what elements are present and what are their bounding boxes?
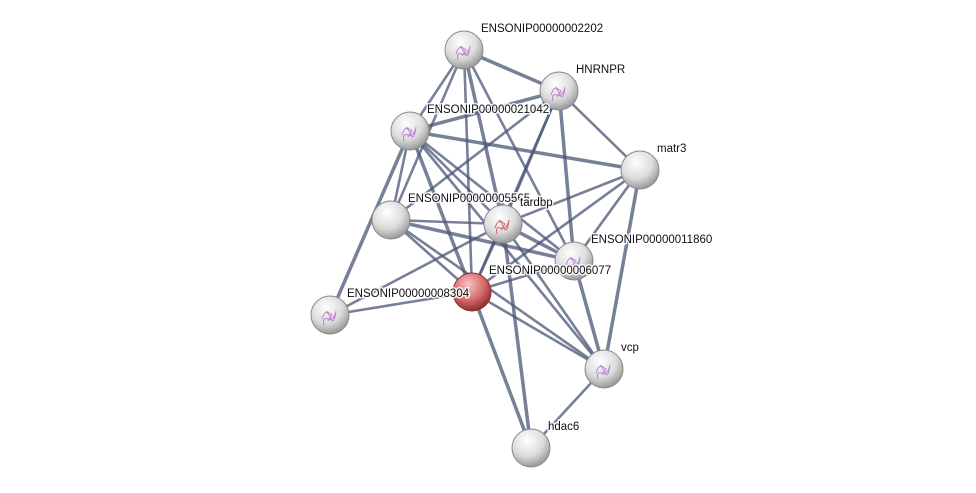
- node-sphere[interactable]: [554, 241, 594, 281]
- node-label: ENSONIP00000011860: [591, 234, 712, 246]
- protein-structure-icon: [565, 256, 581, 272]
- edge-tardbp-vcp[interactable]: [501, 223, 606, 370]
- node-sphere[interactable]: [390, 111, 430, 151]
- node-label: vcp: [621, 342, 639, 354]
- edge-ENSONIP00000006077-vcp[interactable]: [471, 290, 605, 371]
- node-label: ENSONIP00000008304: [347, 288, 470, 300]
- edge-matr3-tardbp[interactable]: [502, 168, 641, 226]
- node-ENSONIP00000021042[interactable]: [390, 111, 430, 151]
- edge-ENSONIP00000002202-tardbp[interactable]: [462, 49, 505, 225]
- node-sphere[interactable]: [584, 349, 624, 389]
- protein-structure-icon: [455, 45, 471, 61]
- protein-structure-icon: [550, 86, 566, 102]
- node-label: ENSONIP00000005565: [408, 193, 530, 205]
- edge-ENSONIP00000021042-ENSONIP00000006077[interactable]: [408, 130, 474, 293]
- edge-tardbp-hdac6[interactable]: [501, 223, 533, 449]
- node-label: hdac6: [548, 421, 579, 433]
- node-matr3[interactable]: [620, 150, 660, 190]
- node-HNRNPR[interactable]: [539, 71, 579, 111]
- node-vcp[interactable]: [584, 349, 624, 389]
- edge-ENSONIP00000002202-ENSONIP00000011860[interactable]: [462, 49, 576, 262]
- node-hdac6[interactable]: [511, 428, 551, 468]
- node-label: ENSONIP00000002202: [481, 23, 603, 35]
- node-sphere[interactable]: [452, 272, 492, 312]
- edge-ENSONIP00000021042-ENSONIP00000008304[interactable]: [328, 130, 412, 316]
- edge-matr3-ENSONIP00000006077[interactable]: [471, 168, 641, 294]
- node-label: HNRNPR: [576, 64, 625, 76]
- node-ENSONIP00000011860[interactable]: [554, 241, 594, 281]
- edge-ENSONIP00000021042-matr3[interactable]: [409, 129, 641, 172]
- protein-structure-icon: [401, 126, 417, 142]
- protein-structure-icon: [321, 310, 337, 326]
- edge-tardbp-ENSONIP00000008304[interactable]: [329, 222, 504, 317]
- edge-ENSONIP00000006077-ENSONIP00000008304[interactable]: [329, 290, 473, 317]
- protein-structure-icon: [494, 219, 510, 235]
- node-sphere[interactable]: [539, 71, 579, 111]
- node-sphere[interactable]: [620, 150, 660, 190]
- node-label: ENSONIP00000006077: [489, 265, 611, 277]
- edge-HNRNPR-ENSONIP00000005565[interactable]: [390, 89, 560, 222]
- node-label: tardbp: [520, 197, 553, 209]
- node-sphere[interactable]: [371, 200, 411, 240]
- edge-ENSONIP00000002202-ENSONIP00000006077[interactable]: [462, 49, 474, 293]
- node-sphere[interactable]: [483, 204, 523, 244]
- node-label: matr3: [657, 143, 686, 155]
- edge-HNRNPR-ENSONIP00000021042[interactable]: [409, 89, 560, 133]
- node-ENSONIP00000006077[interactable]: [452, 272, 492, 312]
- edge-ENSONIP00000006077-hdac6[interactable]: [470, 291, 533, 449]
- node-ENSONIP00000002202[interactable]: [444, 30, 484, 70]
- node-sphere[interactable]: [444, 30, 484, 70]
- node-ENSONIP00000008304[interactable]: [310, 295, 350, 335]
- node-label: ENSONIP00000021042: [427, 104, 549, 116]
- protein-structure-icon: [595, 364, 611, 380]
- node-tardbp[interactable]: [483, 204, 523, 244]
- edge-HNRNPR-ENSONIP00000011860[interactable]: [557, 90, 576, 262]
- edge-ENSONIP00000005565-vcp[interactable]: [390, 218, 605, 371]
- node-sphere[interactable]: [310, 295, 350, 335]
- edge-matr3-vcp[interactable]: [602, 169, 642, 370]
- node-sphere[interactable]: [511, 428, 551, 468]
- node-ENSONIP00000005565[interactable]: [371, 200, 411, 240]
- edge-ENSONIP00000021042-tardbp[interactable]: [409, 130, 504, 225]
- edge-ENSONIP00000005565-ENSONIP00000011860[interactable]: [390, 218, 575, 263]
